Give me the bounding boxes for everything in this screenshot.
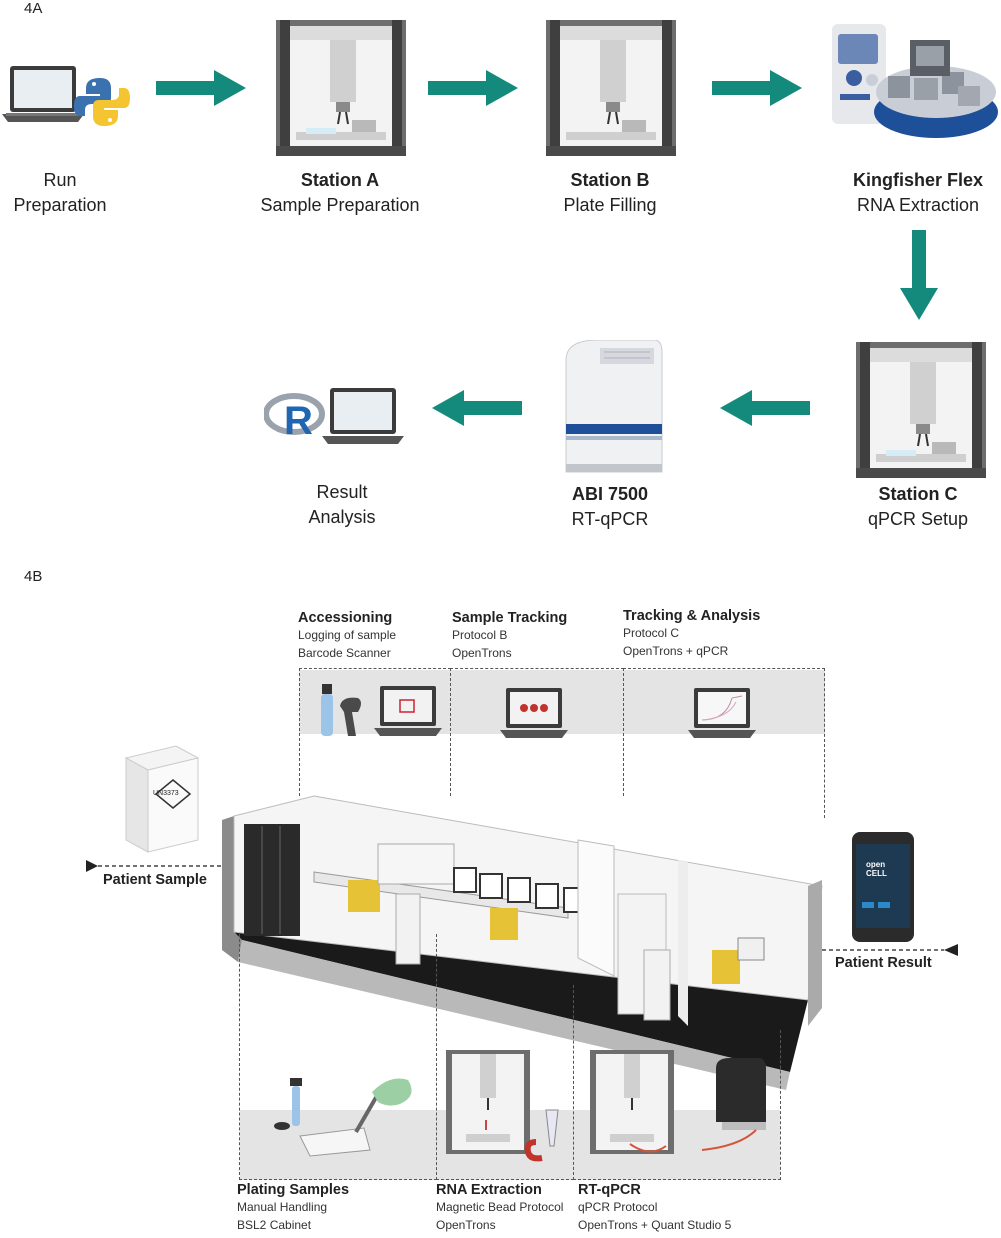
rt-qpcr-box bbox=[573, 1030, 781, 1180]
box-label: UN3373 bbox=[153, 790, 179, 797]
opentrons-robot-icon bbox=[856, 342, 986, 478]
arrow-right-icon bbox=[156, 70, 246, 106]
arrow-right-icon bbox=[428, 70, 518, 106]
pipette-plating-icon bbox=[274, 1078, 412, 1157]
laptop-tracking-icon bbox=[500, 688, 568, 738]
sample-tracking-box bbox=[450, 668, 624, 796]
result-analysis-label: Result Analysis bbox=[308, 482, 376, 527]
arrow-left-icon bbox=[720, 390, 810, 426]
rt-qpcr-section: RT-qPCR qPCR Protocol OpenTrons + Quant … bbox=[578, 1182, 732, 1232]
accessioning-box bbox=[299, 668, 451, 796]
plating-box bbox=[239, 934, 437, 1180]
rna-extraction-box bbox=[436, 985, 574, 1180]
accessioning-section: Accessioning Logging of sample Barcode S… bbox=[298, 610, 397, 660]
kingfisher-label: Kingfisher Flex RNA Extraction bbox=[852, 170, 984, 215]
patient-result-label: Patient Result bbox=[835, 955, 932, 971]
panel-a-label: 4A bbox=[24, 0, 43, 17]
tracking-analysis-box bbox=[623, 668, 825, 818]
qpcr-robot-instrument-icon bbox=[590, 1050, 766, 1154]
opentrons-robot-icon bbox=[546, 20, 676, 156]
opentrons-robot-icon bbox=[276, 20, 406, 156]
patient-result-arrow-icon bbox=[822, 944, 958, 956]
rna-robot-magnet-icon bbox=[446, 1050, 559, 1162]
sample-tracking-section: Sample Tracking Protocol B OpenTrons bbox=[452, 610, 568, 660]
smartphone-icon bbox=[852, 832, 914, 942]
arrow-left-icon bbox=[432, 390, 522, 426]
arrow-down-icon bbox=[900, 230, 938, 320]
phone-text: open CELL bbox=[866, 860, 887, 878]
laptop-python-icon bbox=[2, 66, 130, 126]
station-c-label: Station C qPCR Setup bbox=[867, 484, 969, 529]
arrow-right-icon bbox=[712, 70, 802, 106]
sample-box-icon bbox=[124, 745, 200, 853]
tracking-analysis-section: Tracking & Analysis Protocol C OpenTrons… bbox=[623, 608, 761, 658]
laptop-analysis-icon bbox=[688, 688, 756, 738]
station-a-label: Station A Sample Preparation bbox=[260, 170, 420, 215]
panel-b-label: 4B bbox=[24, 568, 43, 585]
patient-sample-arrow-icon bbox=[86, 860, 236, 872]
rna-extraction-section: RNA Extraction Magnetic Bead Protocol Op… bbox=[436, 1182, 564, 1232]
abi-7500-instrument-icon bbox=[565, 340, 663, 473]
barcode-scanner-laptop-icon bbox=[321, 684, 442, 736]
svg-text:R: R bbox=[284, 399, 313, 443]
patient-sample-label: Patient Sample bbox=[103, 872, 207, 888]
run-prep-label: Run Preparation bbox=[13, 170, 107, 215]
station-b-label: Station B Plate Filling bbox=[563, 170, 657, 215]
abi-label: ABI 7500 RT-qPCR bbox=[571, 484, 649, 529]
kingfisher-instrument-icon bbox=[832, 24, 998, 138]
r-laptop-icon: R bbox=[264, 388, 404, 444]
plating-samples-section: Plating Samples Manual Handling BSL2 Cab… bbox=[237, 1182, 350, 1232]
